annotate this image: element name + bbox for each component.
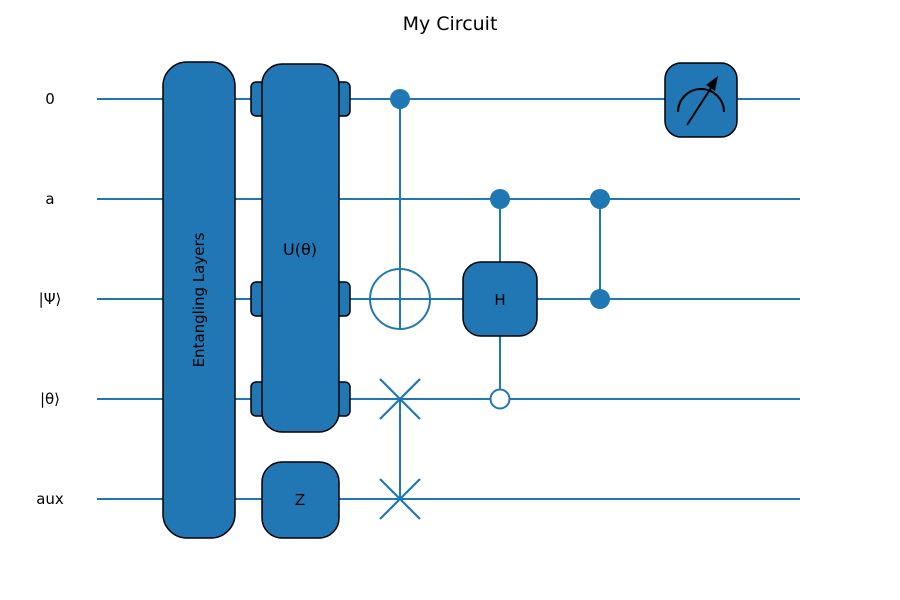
gate-swap <box>379 378 421 520</box>
measurement-gauge-arc-icon <box>677 88 725 113</box>
gate-cz <box>590 189 610 309</box>
entangling-layers-label: Entangling Layers <box>190 232 208 367</box>
gate-cnot <box>369 89 431 330</box>
z-gate-label: Z <box>295 491 305 509</box>
wire-label-0: 0 <box>45 90 55 108</box>
u-theta-box <box>261 63 340 433</box>
gate-measurement <box>664 62 738 138</box>
wire-label-psi: |Ψ⟩ <box>39 290 62 308</box>
entangling-layers-box <box>162 61 236 539</box>
gate-entangling-layers: Entangling Layers <box>162 61 236 539</box>
gate-z: Z <box>261 461 340 539</box>
measurement-needle-icon <box>686 87 712 126</box>
wire-label-theta: |θ⟩ <box>40 390 60 408</box>
cnot-control-dot <box>390 89 410 109</box>
u-theta-label: U(θ) <box>283 240 317 259</box>
cz-control-dot-a <box>590 189 610 209</box>
controlled-h-filled-control-dot <box>490 189 510 209</box>
h-gate-label: H <box>494 291 505 309</box>
gate-u-theta: U(θ) <box>250 63 351 433</box>
measurement-box <box>664 62 738 138</box>
controlled-h-open-control-circle <box>489 388 511 410</box>
z-gate-box <box>261 461 340 539</box>
measurement-needle-arrowhead-icon <box>706 76 718 91</box>
h-gate-box <box>462 261 538 337</box>
wire-label-aux: aux <box>36 490 64 508</box>
swap-cross-theta-icon-2 <box>379 378 421 420</box>
wire-labels-group: 0 a |Ψ⟩ |θ⟩ aux <box>36 90 64 508</box>
wire-label-a: a <box>45 190 54 208</box>
swap-cross-aux-icon-2 <box>379 478 421 520</box>
figure-title: My Circuit <box>403 13 498 35</box>
cz-control-dot-psi <box>590 289 610 309</box>
gate-controlled-h: H <box>462 189 538 410</box>
